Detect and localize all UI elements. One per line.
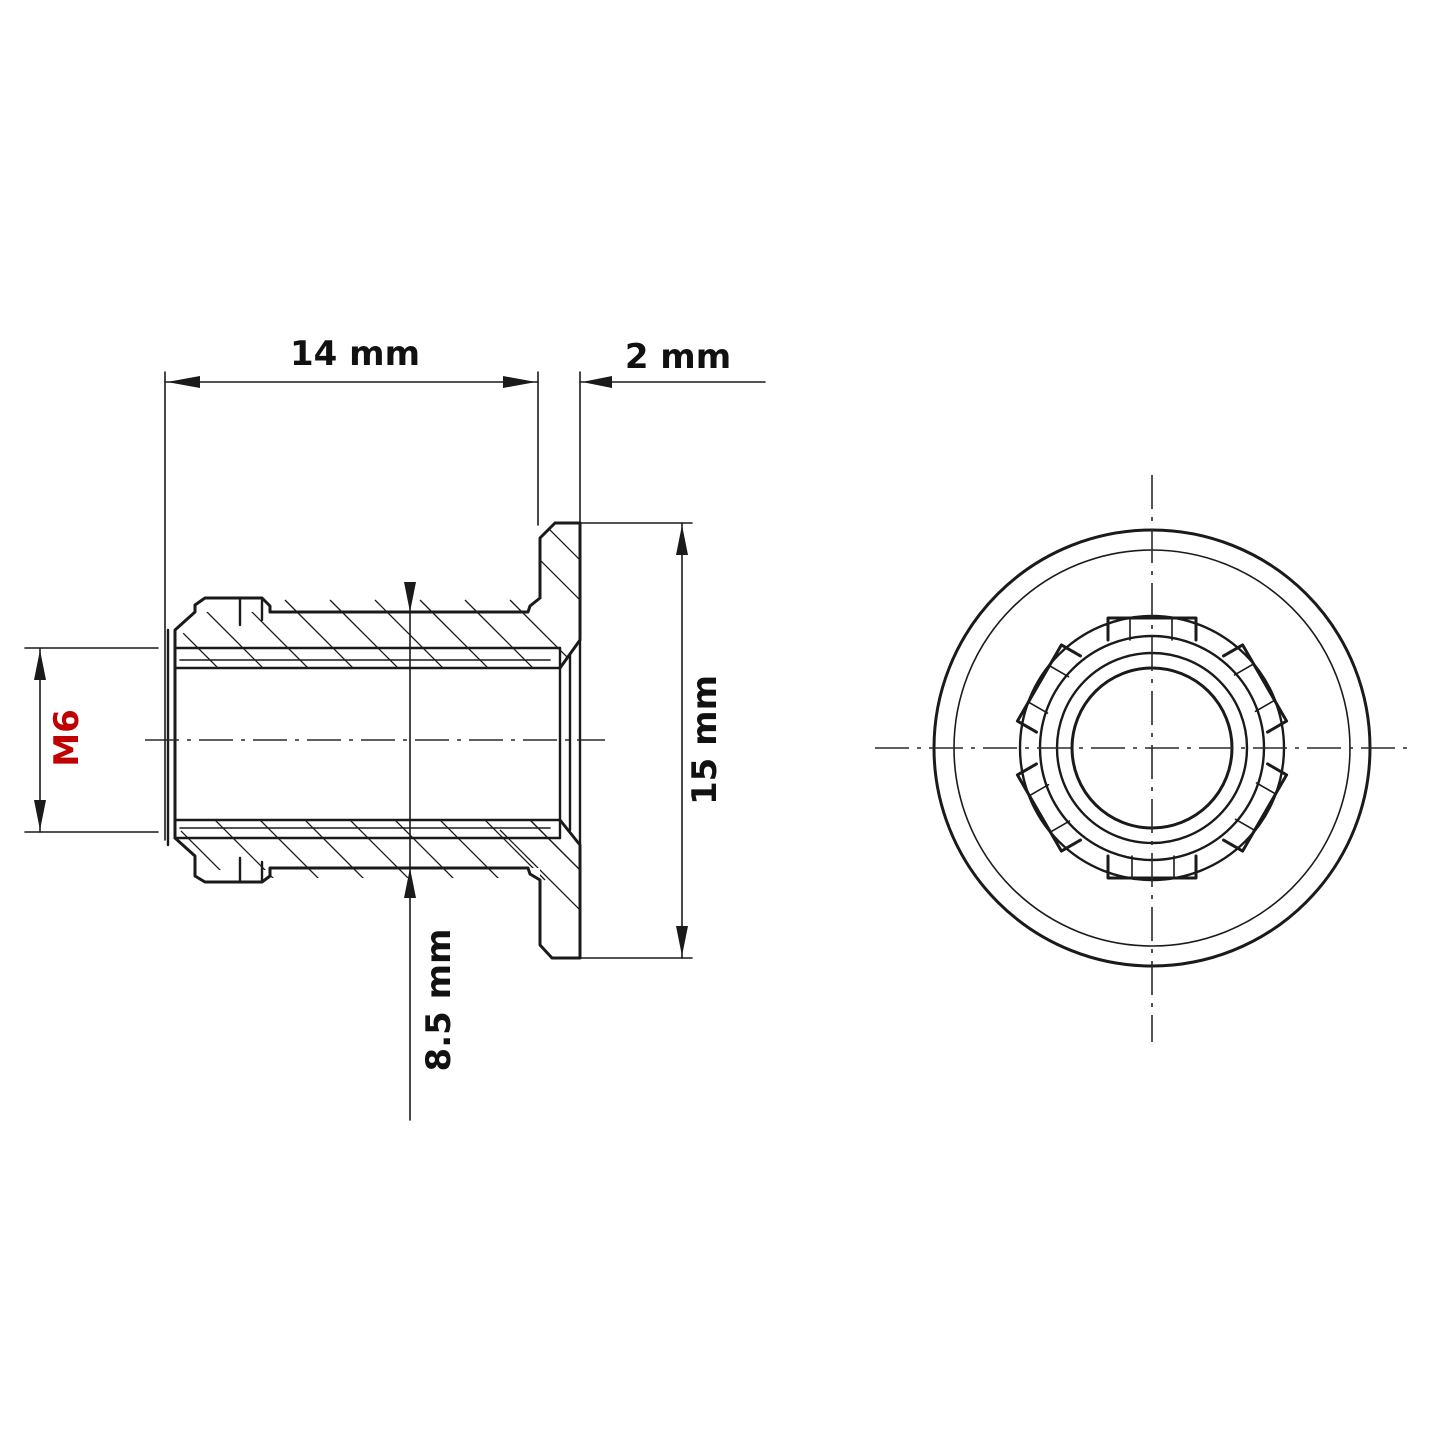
lug bbox=[1222, 643, 1289, 734]
dimension-thread-label: M6 bbox=[47, 709, 87, 767]
part-outline bbox=[166, 521, 582, 960]
lug bbox=[1015, 643, 1082, 734]
dimension-flange-thickness: 2 mm bbox=[579, 337, 766, 388]
dimension-flange-thickness-label: 2 mm bbox=[625, 337, 731, 377]
lug bbox=[1222, 762, 1289, 853]
end-view bbox=[875, 475, 1410, 1042]
dimension-body-diameter-label: 8.5 mm bbox=[419, 929, 459, 1072]
dimension-thread: M6 bbox=[34, 647, 87, 833]
dimension-length-label: 14 mm bbox=[290, 334, 420, 374]
dimension-length: 14 mm bbox=[164, 334, 539, 388]
lug bbox=[1015, 762, 1082, 853]
dimension-flange-diameter-label: 15 mm bbox=[685, 675, 725, 805]
dimension-flange-diameter: 15 mm bbox=[676, 522, 725, 959]
dimension-body-diameter: 8.5 mm bbox=[404, 582, 459, 1071]
section-hatching-bottom bbox=[175, 820, 580, 951]
lug bbox=[1106, 616, 1198, 642]
section-hatching-top bbox=[175, 523, 580, 668]
side-section-view: 14 mm 2 mm 15 mm 8.5 mm M6 bbox=[24, 334, 766, 1121]
